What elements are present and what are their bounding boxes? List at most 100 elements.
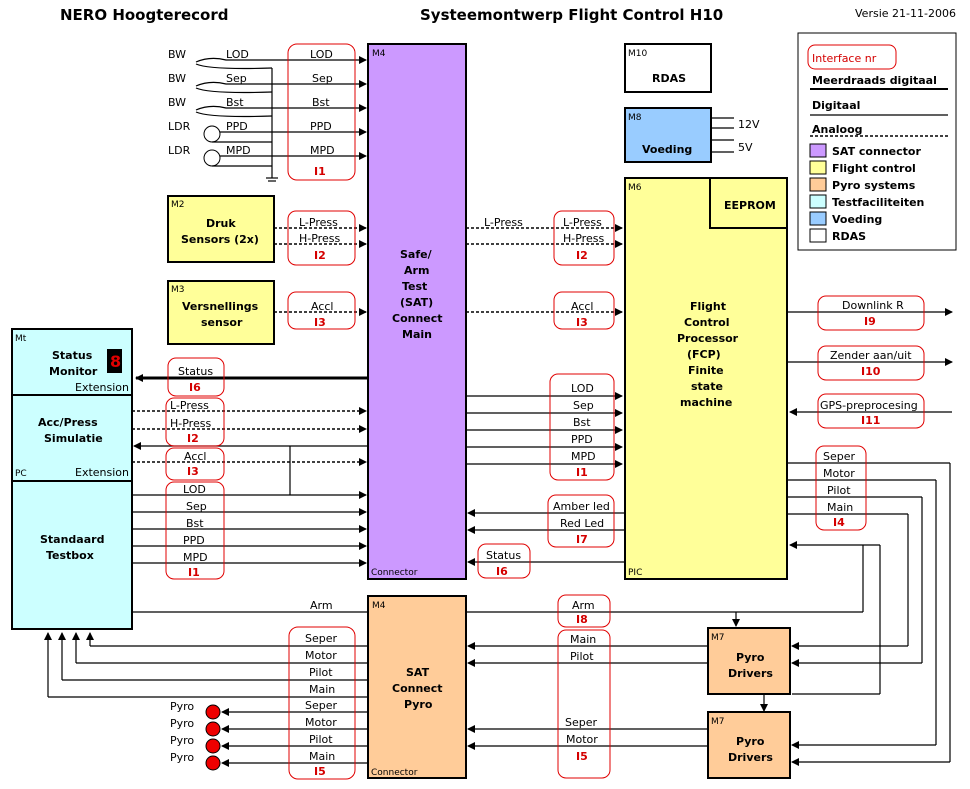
svg-text:LOD: LOD (226, 48, 249, 61)
svg-text:Processor: Processor (677, 332, 739, 345)
svg-text:H-Press: H-Press (563, 232, 604, 245)
svg-text:Druk: Druk (206, 217, 236, 230)
svg-text:Arm: Arm (404, 264, 429, 277)
header-title: Systeemontwerp Flight Control H10 (420, 6, 723, 24)
svg-text:Simulatie: Simulatie (44, 432, 103, 445)
svg-text:Drivers: Drivers (728, 751, 773, 764)
svg-text:Connector: Connector (371, 568, 418, 578)
legend-fc: Flight control (832, 162, 916, 175)
svg-text:Arm: Arm (572, 599, 595, 612)
svg-text:PPD: PPD (226, 120, 248, 133)
svg-text:(SAT): (SAT) (400, 296, 433, 309)
legend-pyro: Pyro systems (832, 179, 916, 192)
svg-text:Main: Main (309, 750, 335, 763)
pc-testbox: Acc/Press Simulatie PC Extension Standaa… (11, 394, 133, 630)
svg-text:MPD: MPD (571, 450, 596, 463)
svg-text:M2: M2 (171, 200, 185, 210)
svg-text:H-Press: H-Press (170, 417, 211, 430)
interface-i2-sensors: L-Press H-Press I2 (287, 210, 356, 266)
svg-text:Testbox: Testbox (46, 549, 94, 562)
m7-pyro-drivers-1: M7 Pyro Drivers (707, 627, 791, 695)
svg-text:L-Press: L-Press (484, 216, 523, 229)
svg-text:I5: I5 (314, 765, 326, 778)
svg-text:Sensors (2x): Sensors (2x) (181, 233, 259, 246)
svg-text:I2: I2 (187, 432, 199, 445)
interface-i3-fc: Accl I3 (553, 291, 615, 330)
interface-i3-pc: Accl I3 (165, 447, 225, 481)
svg-text:LOD: LOD (571, 382, 594, 395)
svg-text:Status: Status (52, 349, 93, 362)
svg-text:M7: M7 (711, 717, 725, 727)
svg-text:I3: I3 (314, 316, 326, 329)
wire-sep (195, 80, 367, 88)
svg-text:Seper: Seper (305, 699, 338, 712)
svg-text:Pyro: Pyro (736, 651, 765, 664)
svg-text:Accl: Accl (184, 450, 206, 463)
svg-text:I8: I8 (576, 613, 588, 626)
svg-text:M4: M4 (372, 601, 386, 611)
svg-text:M4: M4 (372, 49, 386, 59)
svg-text:LDR: LDR (168, 144, 191, 157)
svg-text:Acc/Press: Acc/Press (38, 416, 98, 429)
svg-text:LOD: LOD (183, 483, 206, 496)
svg-text:sensor: sensor (201, 316, 243, 329)
legend-rdas: RDAS (832, 230, 866, 243)
svg-text:Status: Status (178, 365, 213, 378)
svg-text:Test: Test (402, 280, 427, 293)
interface-i1-top: LOD Sep Bst PPD MPD I1 (287, 43, 356, 181)
legend-analog: Analoog (812, 123, 863, 136)
svg-text:LDR: LDR (168, 120, 191, 133)
svg-text:Extension: Extension (75, 381, 129, 394)
svg-text:Main: Main (827, 501, 853, 514)
interface-i7: Amber led Red Led I7 (547, 494, 615, 548)
m4-sat-main: M4 Safe/ Arm Test (SAT) Connect Main Con… (367, 43, 467, 580)
svg-text:Main: Main (309, 683, 335, 696)
svg-text:Bst: Bst (186, 517, 204, 530)
svg-text:I1: I1 (576, 466, 588, 479)
interface-i1-pc: LOD Sep Bst PPD MPD I1 (165, 481, 225, 580)
legend-power: Voeding (832, 213, 882, 226)
svg-text:Red Led: Red Led (560, 517, 604, 530)
svg-text:Monitor: Monitor (49, 365, 98, 378)
pyro-charges: Pyro Pyro Pyro Pyro (170, 700, 221, 771)
ldr-sensor-2 (203, 149, 221, 167)
sensor-inputs: BW BW BW LDR LDR LOD Sep Bst PPD MPD (168, 48, 367, 182)
wire-bst (195, 104, 367, 112)
ldr-sensor-1 (203, 125, 221, 143)
svg-text:M7: M7 (711, 633, 725, 643)
svg-text:Motor: Motor (305, 649, 337, 662)
header-left: NERO Hoogterecord (60, 6, 228, 24)
svg-text:Zender aan/uit: Zender aan/uit (830, 349, 912, 362)
svg-text:Sep: Sep (312, 72, 333, 85)
svg-text:(FCP): (FCP) (687, 348, 721, 361)
svg-text:LOD: LOD (310, 48, 333, 61)
legend-sat: SAT connector (832, 145, 921, 158)
svg-text:I1: I1 (314, 165, 326, 178)
svg-text:Extension: Extension (75, 466, 129, 479)
svg-text:Main: Main (570, 633, 596, 646)
svg-text:I6: I6 (496, 565, 508, 578)
svg-text:Sep: Sep (226, 72, 247, 85)
interface-i11: GPS-preprocesing I11 (817, 393, 925, 429)
interface-i4: Seper Motor Pilot Main I4 (815, 445, 867, 531)
svg-text:RDAS: RDAS (652, 72, 686, 85)
svg-text:12V: 12V (738, 118, 760, 131)
svg-text:Pilot: Pilot (309, 666, 333, 679)
svg-text:Pyro: Pyro (170, 717, 194, 730)
interface-i8: Arm I8 (557, 594, 611, 628)
svg-text:Connect: Connect (392, 682, 443, 695)
svg-text:Seper: Seper (565, 716, 598, 729)
svg-text:Status: Status (486, 549, 521, 562)
svg-text:Standaard: Standaard (40, 533, 104, 546)
svg-text:Bst: Bst (312, 96, 330, 109)
svg-text:Amber led: Amber led (553, 500, 610, 513)
svg-text:Control: Control (684, 316, 729, 329)
svg-text:Motor: Motor (566, 733, 598, 746)
svg-text:8: 8 (110, 352, 121, 371)
header-version: Versie 21-11-2006 (855, 7, 956, 20)
svg-text:Pyro: Pyro (170, 751, 194, 764)
svg-text:EEPROM: EEPROM (724, 199, 776, 212)
svg-text:Versnellings: Versnellings (182, 300, 259, 313)
svg-text:PC: PC (15, 469, 27, 479)
